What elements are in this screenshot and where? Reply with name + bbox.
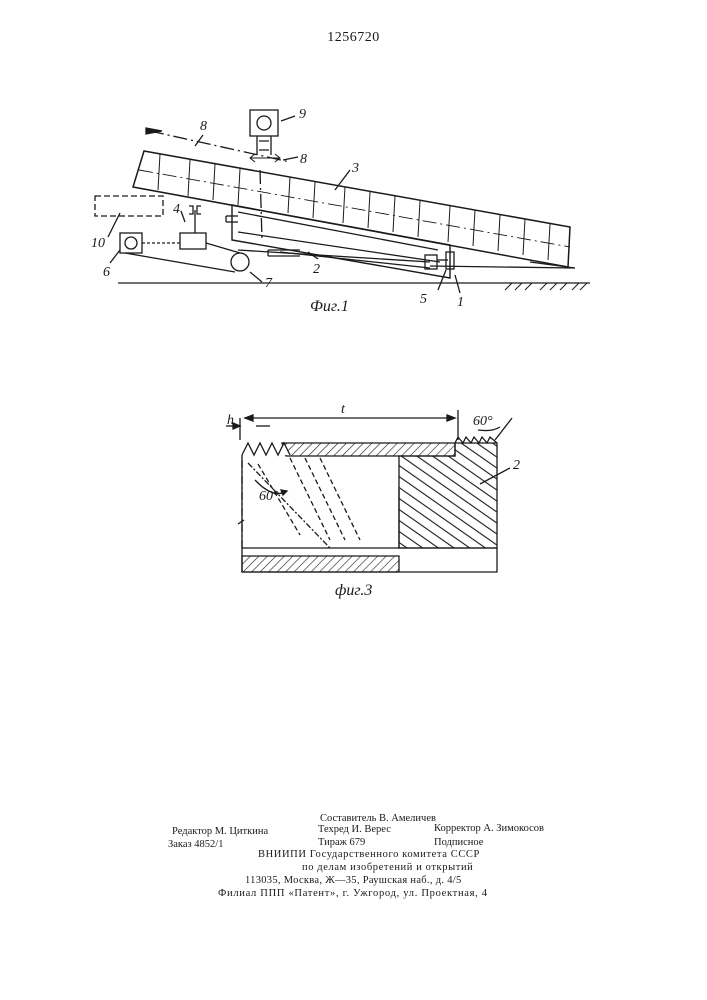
fig3-label-angle-inner: 60° xyxy=(259,489,279,504)
fig3-label-angle-top: 60° xyxy=(473,414,493,429)
imprint-org1: ВНИИПИ Государственного комитета СССР xyxy=(258,848,480,861)
imprint-corrector: Корректор А. Зимокосов xyxy=(434,822,544,835)
imprint-order: Заказ 4852/1 xyxy=(168,838,223,851)
imprint-techeditor: Техред И. Верес xyxy=(318,823,391,836)
fig3-caption: фиг.3 xyxy=(335,582,372,599)
imprint-editor: Редактор М. Циткина xyxy=(172,825,268,838)
fig3-label-h: h xyxy=(227,413,234,428)
imprint-org2: по делам изобретений и открытий xyxy=(302,861,473,874)
figure-3-drawing: h t 60° 60° 2 фиг.3 xyxy=(0,0,707,600)
fig3-label-t: t xyxy=(341,402,346,417)
imprint-address: 113035, Москва, Ж—35, Раушская наб., д. … xyxy=(245,874,462,887)
imprint-branch: Филиал ППП «Патент», г. Ужгород, ул. Про… xyxy=(218,887,488,900)
fig3-label-2: 2 xyxy=(513,458,520,473)
